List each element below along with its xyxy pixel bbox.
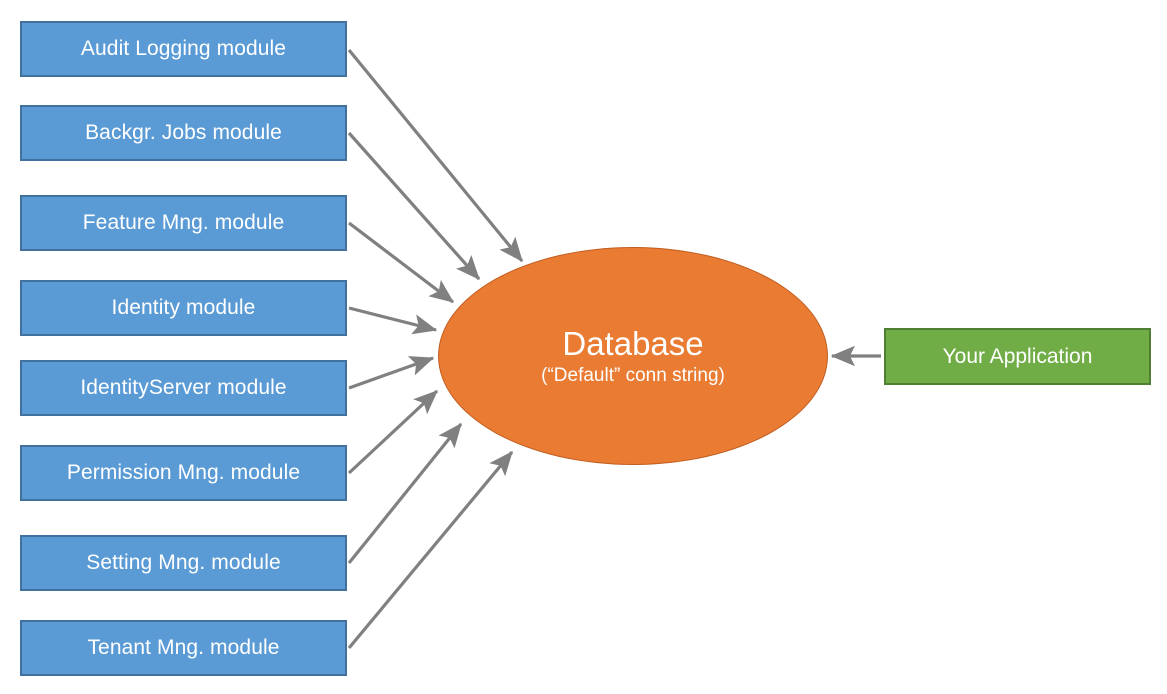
module-label: Audit Logging module [80, 37, 287, 60]
module-box-setting-mng[interactable]: Setting Mng. module [20, 535, 347, 591]
arrow-background-jobs-to-database [347, 131, 481, 281]
arrow-feature-mng-to-database [348, 221, 455, 304]
arrow-identity-to-database [348, 306, 438, 335]
arrow-audit-logging-to-database [347, 48, 524, 263]
module-label: IdentityServer module [80, 376, 287, 399]
module-label: Tenant Mng. module [87, 636, 280, 659]
your-application-label: Your Application [942, 344, 1093, 368]
module-box-audit-logging[interactable]: Audit Logging module [20, 21, 347, 77]
module-box-identity[interactable]: Identity module [20, 280, 347, 336]
database-node[interactable]: Database (“Default” conn string) [438, 247, 828, 465]
module-box-feature-mng[interactable]: Feature Mng. module [20, 195, 347, 251]
module-box-tenant-mng[interactable]: Tenant Mng. module [20, 620, 347, 676]
arrow-tenant-mng-to-database [347, 450, 514, 650]
your-application-node[interactable]: Your Application [884, 328, 1151, 385]
database-subtitle: (“Default” conn string) [541, 365, 725, 387]
module-box-background-jobs[interactable]: Backgr. Jobs module [20, 105, 347, 161]
module-label: Setting Mng. module [86, 551, 281, 574]
database-title: Database [562, 325, 704, 363]
arrow-setting-mng-to-database [347, 422, 463, 565]
module-label: Backgr. Jobs module [85, 121, 282, 144]
arrow-permission-mng-to-database [347, 389, 439, 475]
module-box-identityserver[interactable]: IdentityServer module [20, 360, 347, 416]
module-box-permission-mng[interactable]: Permission Mng. module [20, 445, 347, 501]
arrow-identityserver-to-database [348, 356, 435, 390]
module-label: Permission Mng. module [66, 461, 301, 484]
module-label: Feature Mng. module [82, 211, 285, 234]
module-label: Identity module [111, 296, 256, 319]
